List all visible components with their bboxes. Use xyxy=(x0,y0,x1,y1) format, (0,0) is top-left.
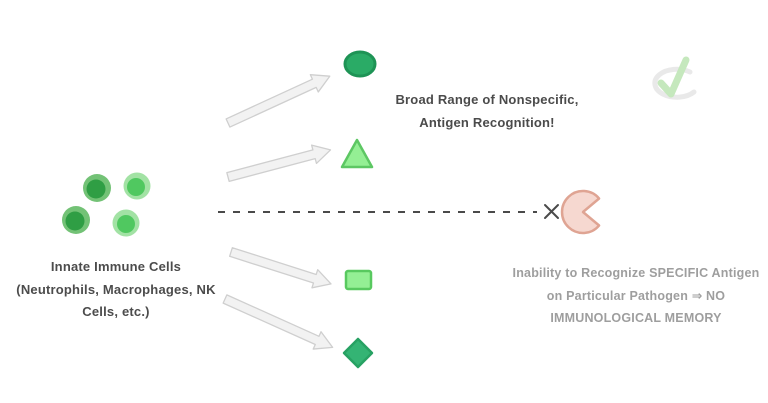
block-arrow-icon xyxy=(222,294,334,350)
innate-cell xyxy=(62,206,90,234)
pathogen-icon xyxy=(560,189,601,235)
no-memory-label: Inability to Recognize SPECIFIC Antigen … xyxy=(512,266,760,325)
cell-nucleus xyxy=(65,211,85,231)
arrow-to-diamond xyxy=(222,294,334,350)
checkmark-icon xyxy=(652,56,697,100)
block-arrow-icon xyxy=(226,144,332,183)
innate-cell xyxy=(112,209,140,237)
swoosh-arc xyxy=(652,66,697,100)
cell-nucleus xyxy=(117,215,135,233)
check-stroke xyxy=(657,56,690,98)
cell-nucleus xyxy=(127,178,145,196)
innate-cell-cluster xyxy=(62,172,151,237)
arrow-to-rectangle xyxy=(228,247,332,289)
arrow-to-triangle xyxy=(226,144,332,183)
innate-cell xyxy=(123,172,151,200)
arrow-group xyxy=(222,74,334,350)
broad-recognition-label: Broad Range of Nonspecific, Antigen Reco… xyxy=(395,92,579,130)
no-recognition-path xyxy=(218,204,559,219)
block-arrow-icon xyxy=(225,74,331,128)
arrow-to-oval xyxy=(225,74,331,128)
cell-nucleus xyxy=(86,179,106,199)
x-mark-icon xyxy=(544,204,559,219)
innate-cell xyxy=(83,174,111,202)
antigen-oval-icon xyxy=(343,50,377,78)
innate-cells-label: Innate Immune Cells (Neutrophils, Macrop… xyxy=(16,259,216,319)
block-arrow-icon xyxy=(228,247,332,289)
antigen-rectangle-icon xyxy=(344,269,373,291)
antigen-triangle-icon xyxy=(340,138,374,169)
antigen-diamond-icon xyxy=(342,337,374,369)
